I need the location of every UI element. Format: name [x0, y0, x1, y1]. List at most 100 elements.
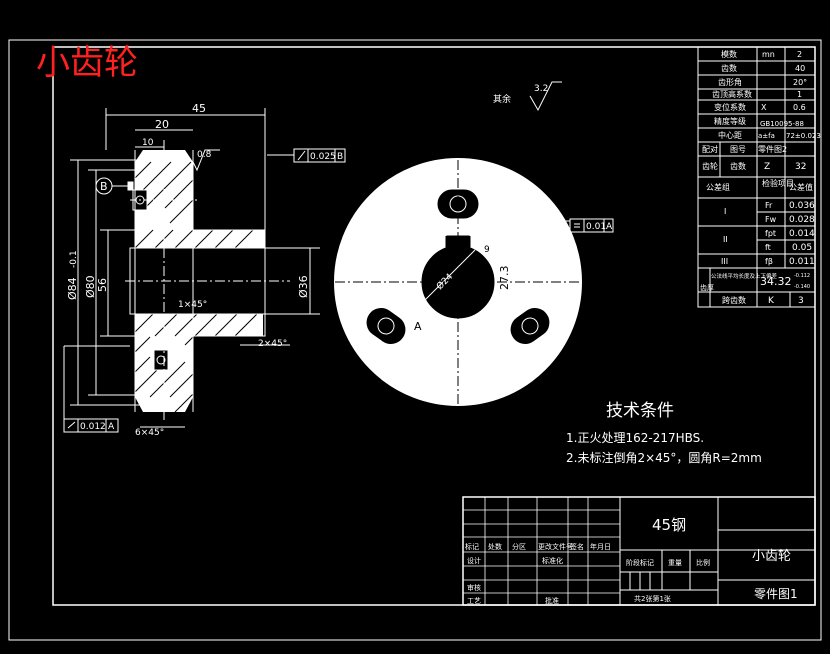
- dimension-labels: 45 20 10 0.8 0.025 B B Ø84 -0.1 Ø80 56 Ø…: [66, 102, 343, 438]
- tol-item-0: Fr: [765, 201, 773, 210]
- tb-h4: 更改文件号: [538, 542, 573, 551]
- rough-32: 3.2: [534, 84, 548, 94]
- tol-col3: 公差值: [789, 182, 813, 192]
- chamfer-2: 2×45°: [258, 339, 287, 349]
- tol-item-4: fβ: [765, 257, 773, 266]
- param-sym-7: 图号: [730, 145, 746, 154]
- tb-h3: 分区: [512, 542, 526, 551]
- param-table-text: 模数 mn 2 齿数 40 齿形角 20° 齿顶高系数 1 变位系数 X 0.6…: [700, 49, 821, 306]
- tb-r3: 工艺: [467, 597, 481, 605]
- mounting-hole-left: [366, 308, 406, 344]
- k-sym: K: [768, 296, 775, 306]
- tol-col1: 公差组: [706, 182, 730, 192]
- runout-datum: B: [337, 152, 343, 162]
- key-depth: 27.3: [498, 266, 511, 291]
- chamfer-1: 1×45°: [178, 300, 207, 310]
- chamfer-3: 6×45°: [135, 428, 164, 438]
- front-view: [334, 81, 614, 406]
- param-sym-8: 齿数: [730, 161, 746, 171]
- sym-tol-value: 0.01: [586, 222, 606, 232]
- tech-line-2: 2.未标注倒角2×45°，圆角R=2mm: [566, 450, 762, 465]
- tech-heading: 技术条件: [606, 401, 674, 421]
- tol-item-2: fpt: [765, 229, 776, 238]
- param-label-8: 齿轮: [702, 161, 718, 171]
- datum-a-marker: [409, 317, 427, 335]
- tol-v-3: 0.05: [792, 243, 812, 253]
- tb-r3b: 批准: [545, 596, 559, 605]
- title-block-text: 45钢 小齿轮 零件图1 标记 处数 分区 更改文件号 签名 年月日 设计 标准…: [465, 516, 798, 605]
- keyway-dim: 6±0.018: [481, 212, 529, 225]
- param-val-3: 1: [797, 90, 802, 99]
- tb-r1: 设计: [467, 556, 481, 565]
- tol-v-4: 0.011: [789, 257, 815, 267]
- span-label: 公法线平均长度及上下偏差: [711, 272, 778, 280]
- dim-84-tol: -0.1: [69, 250, 79, 268]
- tol-g-4: III: [721, 257, 728, 266]
- tb-material: 45钢: [652, 516, 686, 534]
- tol-v-0: 0.036: [789, 201, 815, 211]
- param-table: [697, 46, 816, 308]
- title-block: [462, 496, 816, 606]
- param-label-7: 配对: [702, 144, 718, 154]
- tb-stage: 阶段标记: [626, 558, 654, 567]
- tb-weight: 重量: [668, 559, 682, 567]
- datum-a-label: A: [414, 320, 422, 333]
- sym-tol-datum: A: [606, 222, 613, 232]
- param-label-3: 齿顶高系数: [712, 89, 752, 99]
- tol-col2: 检验项目: [762, 178, 794, 188]
- param-sym-6: a±fa: [758, 132, 775, 140]
- span-side: 齿厚: [700, 284, 714, 292]
- tb-part: 小齿轮: [752, 549, 791, 564]
- param-val-4: 0.6: [793, 103, 806, 112]
- param-val-1: 40: [795, 64, 805, 73]
- tol-bottom-value: 0.012: [80, 422, 106, 432]
- tol-v-2: 0.014: [789, 229, 815, 239]
- tol-v-1: 0.028: [789, 215, 815, 225]
- dim-80: Ø80: [84, 275, 97, 298]
- datum-b-label: B: [100, 180, 108, 193]
- inner-border: [52, 46, 816, 606]
- tb-h6: 年月日: [590, 542, 611, 551]
- param-label-4: 变位系数: [714, 102, 746, 112]
- dim-20: 20: [155, 118, 169, 131]
- param-sym-4: X: [761, 103, 767, 112]
- tb-sheet: 共2张第1张: [634, 594, 671, 603]
- rough-08: 0.8: [197, 150, 212, 160]
- tb-r1b: 标准化: [542, 556, 563, 565]
- param-label-1: 齿数: [721, 63, 737, 73]
- title-stamp: 小齿轮: [36, 43, 138, 83]
- param-label-2: 齿形角: [718, 77, 742, 87]
- tol-item-3: ft: [765, 243, 771, 252]
- param-val2-8: 32: [795, 162, 806, 172]
- param-val-0: 2: [797, 50, 802, 59]
- param-sym-0: mn: [762, 50, 775, 59]
- tb-r2: 审核: [467, 583, 481, 592]
- tb-drawing: 零件图1: [754, 587, 798, 601]
- tol-g-2: II: [723, 235, 728, 244]
- dim-84: Ø84: [66, 277, 79, 300]
- tol-g-0: I: [724, 207, 726, 216]
- tol-item-1: Fw: [765, 215, 777, 224]
- param-val-2: 20°: [793, 78, 807, 87]
- param-label-0: 模数: [721, 49, 737, 59]
- param-label-6: 中心距: [718, 130, 742, 140]
- tol-bottom-datum: A: [108, 422, 115, 432]
- param-val-7: 零件图2: [758, 144, 787, 154]
- dim-56: 56: [96, 278, 109, 292]
- rest-label: 其余: [493, 93, 511, 105]
- param-val-8: Z: [764, 162, 770, 172]
- span-low: -0.140: [794, 284, 810, 290]
- param-val-6: 72±0.023: [786, 132, 821, 140]
- param-sym-5: GB10095-88: [760, 120, 804, 128]
- dim-10: 10: [142, 138, 154, 148]
- mounting-hole-right: [510, 308, 550, 344]
- outer-border: [8, 39, 822, 641]
- small-dim: 9: [484, 245, 490, 255]
- tb-scale: 比例: [696, 558, 710, 567]
- k-label: 跨齿数: [722, 295, 746, 305]
- dim-36: Ø36: [297, 275, 310, 298]
- tech-notes: 技术条件 1.正火处理162-217HBS. 2.未标注倒角2×45°，圆角R=…: [566, 401, 762, 465]
- tb-h1: 标记: [465, 542, 479, 551]
- k-val: 3: [798, 296, 804, 306]
